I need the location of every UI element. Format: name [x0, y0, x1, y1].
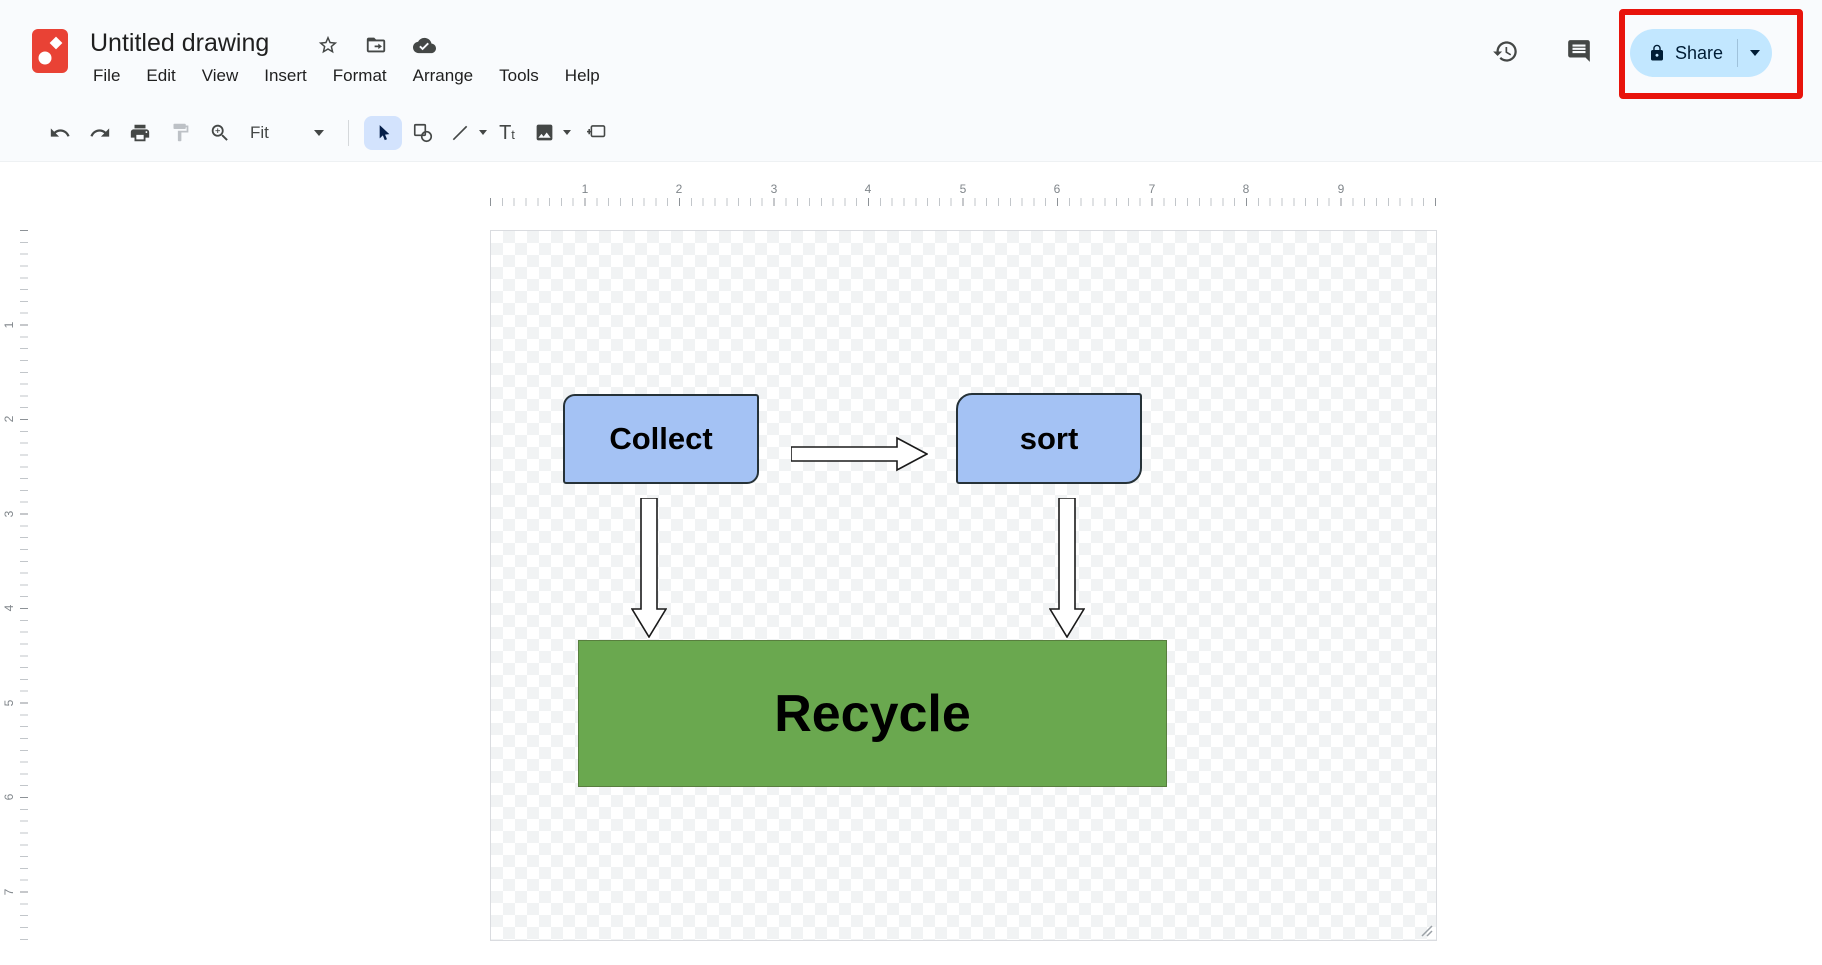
zoom-button[interactable]	[200, 113, 240, 153]
ruler-number: 8	[1242, 182, 1250, 196]
arrow-right-connector[interactable]	[791, 436, 928, 472]
menu-help[interactable]: Help	[564, 66, 600, 85]
comment-icon	[1568, 40, 1590, 62]
chevron-down-icon	[563, 130, 571, 135]
undo-button[interactable]	[40, 113, 80, 153]
menu-file[interactable]: File	[93, 66, 121, 85]
share-button-label: Share	[1675, 42, 1724, 63]
line-icon	[452, 125, 468, 140]
share-button-main[interactable]: Share	[1630, 29, 1737, 77]
redo-icon	[90, 127, 110, 137]
ruler-number: 9	[1337, 182, 1345, 196]
zoom-in-icon	[211, 124, 228, 141]
chevron-down-icon	[479, 130, 487, 135]
doc-title[interactable]: Untitled drawing	[90, 29, 270, 57]
paint-format-icon	[173, 123, 188, 142]
text-box-button[interactable]: Tt	[487, 113, 527, 153]
ruler-number: 2	[2, 415, 16, 423]
lock-icon	[1651, 44, 1663, 61]
ruler-number: 7	[1148, 182, 1156, 196]
ruler-number: 5	[2, 699, 16, 707]
ruler-ticks	[490, 198, 1437, 206]
vertical-ruler: 1 2 3 4 5 6 7	[2, 230, 30, 941]
select-cursor-icon	[379, 124, 390, 140]
document-status-button[interactable]	[410, 31, 438, 59]
app-header: Untitled drawing File Edit View Insert F…	[0, 0, 1822, 104]
shape-recycle[interactable]: Recycle	[578, 640, 1167, 787]
menu-format[interactable]: Format	[332, 66, 387, 85]
print-icon	[130, 124, 150, 141]
shapes-icon	[413, 123, 433, 142]
star-button[interactable]	[314, 31, 342, 59]
share-dropdown-button[interactable]	[1738, 29, 1772, 77]
text-box-icon: Tt	[499, 121, 515, 144]
ruler-number: 4	[2, 604, 16, 612]
ruler-number: 1	[581, 182, 589, 196]
shape-sort[interactable]: sort	[956, 393, 1142, 484]
undo-icon	[50, 127, 70, 137]
line-tool-button[interactable]	[443, 113, 477, 153]
select-tool-button[interactable]	[364, 115, 402, 150]
share-button[interactable]: Share	[1630, 29, 1773, 77]
ruler-number: 6	[2, 793, 16, 801]
print-button[interactable]	[120, 113, 160, 153]
menu-tools[interactable]: Tools	[499, 66, 539, 85]
menu-arrange[interactable]: Arrange	[412, 66, 474, 85]
ruler-number: 3	[2, 510, 16, 518]
image-tool-group[interactable]	[527, 113, 571, 153]
shape-sort-label: sort	[1019, 420, 1079, 456]
shape-recycle-label: Recycle	[774, 684, 971, 743]
shape-collect-label: Collect	[609, 421, 713, 456]
history-icon	[1492, 40, 1517, 62]
move-to-folder-button[interactable]	[362, 31, 390, 59]
shape-tool-button[interactable]	[403, 113, 443, 153]
toolbar-separator	[348, 119, 349, 146]
ruler-number: 3	[770, 182, 778, 196]
insert-comment-button[interactable]	[577, 113, 617, 153]
horizontal-ruler: 1 2 3 4 5 6 7 8 9	[490, 182, 1437, 208]
zoom-level-value: Fit	[250, 122, 269, 142]
work-area: 1 2 3 4 5 6 7 8 9 1 2 3 4 5 6 7 Collect	[0, 163, 1822, 965]
toolbar: Fit Tt	[0, 104, 1822, 162]
canvas-resize-handle[interactable]	[1419, 923, 1434, 938]
drawing-canvas[interactable]: Collect sort Recycle	[490, 230, 1437, 941]
line-tool-group[interactable]	[443, 113, 487, 153]
star-icon	[318, 35, 338, 54]
insert-image-button[interactable]	[527, 113, 561, 153]
ruler-number: 6	[1053, 182, 1061, 196]
menu-edit[interactable]: Edit	[146, 66, 176, 85]
ruler-number: 7	[2, 888, 16, 896]
share-button-divider	[1737, 39, 1739, 67]
ruler-number: 1	[2, 321, 16, 329]
redo-button[interactable]	[80, 113, 120, 153]
arrow-down-connector[interactable]	[1049, 498, 1085, 638]
zoom-level-dropdown[interactable]: Fit	[242, 115, 334, 151]
image-icon	[536, 124, 552, 141]
chevron-down-icon	[314, 129, 324, 136]
ruler-number: 2	[675, 182, 683, 196]
arrow-down-connector[interactable]	[631, 498, 667, 638]
drawings-logo-icon	[32, 29, 68, 73]
chevron-down-icon	[1750, 50, 1761, 56]
add-comment-icon	[586, 125, 605, 138]
ruler-number: 4	[864, 182, 872, 196]
version-history-button[interactable]	[1482, 28, 1528, 74]
paint-format-button[interactable]	[160, 113, 200, 153]
ruler-ticks	[20, 230, 28, 941]
ruler-number: 5	[959, 182, 967, 196]
menu-view[interactable]: View	[201, 66, 239, 85]
shape-collect[interactable]: Collect	[563, 394, 759, 484]
menubar: File Edit View Insert Format Arrange Too…	[80, 58, 613, 94]
menu-insert[interactable]: Insert	[264, 66, 307, 85]
folder-move-icon	[366, 37, 386, 53]
drawings-logo[interactable]	[32, 28, 68, 74]
comments-button[interactable]	[1556, 28, 1602, 74]
cloud-saved-icon	[412, 37, 436, 53]
